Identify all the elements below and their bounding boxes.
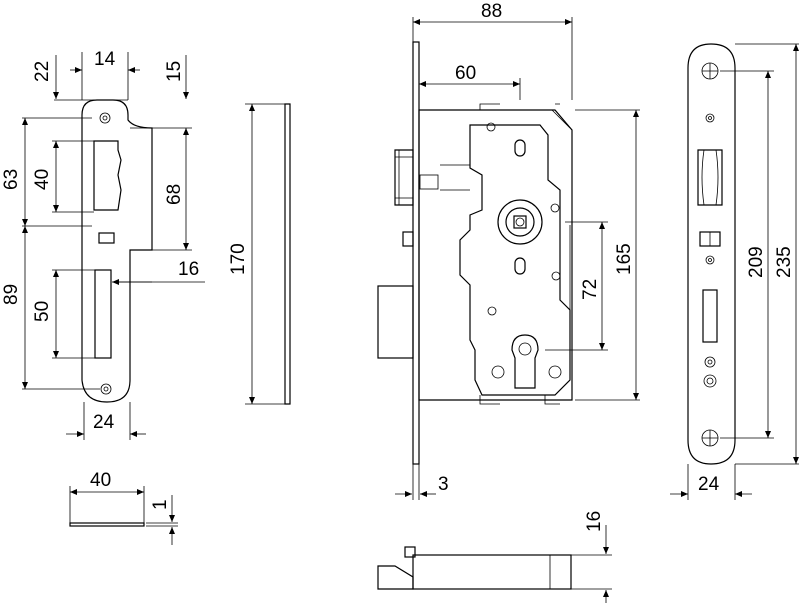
dim-24-faceplate: 24 <box>698 474 720 495</box>
dim-209: 209 <box>746 246 767 278</box>
dim-40-vertical: 40 <box>32 169 53 190</box>
dim-14: 14 <box>94 49 116 70</box>
strike-plate-dimensions: 14 22 15 68 63 40 89 50 16 24 <box>1 49 205 440</box>
dim-165: 165 <box>614 243 635 275</box>
dim-16-strike: 16 <box>178 259 199 280</box>
dim-72: 72 <box>580 279 601 300</box>
dim-15: 15 <box>164 61 185 82</box>
dim-50: 50 <box>32 301 53 322</box>
dim-22: 22 <box>32 61 53 82</box>
dim-60: 60 <box>455 63 476 84</box>
dim-3: 3 <box>438 474 449 495</box>
dim-235: 235 <box>774 246 795 278</box>
faceplate-dimensions: 209 235 24 <box>670 43 799 500</box>
dim-16-body: 16 <box>584 511 605 532</box>
dim-24-strike: 24 <box>93 412 115 433</box>
lock-body-side-view <box>377 41 573 465</box>
dim-170: 170 <box>228 243 249 275</box>
dim-63: 63 <box>1 169 22 190</box>
dim-68: 68 <box>164 184 185 205</box>
dim-88: 88 <box>481 1 502 22</box>
dim-89: 89 <box>1 284 22 305</box>
faceplate-front-view <box>687 43 736 465</box>
dim-40-horizontal: 40 <box>90 470 111 491</box>
strike-plate-side-view: 170 <box>228 103 291 405</box>
lock-body-dimensions: 88 60 165 72 3 <box>395 1 640 500</box>
strike-plate-top-view: 40 1 <box>69 470 178 545</box>
dim-1: 1 <box>150 499 171 510</box>
lock-body-bottom-view: 16 <box>377 511 612 603</box>
strike-plate-front-view <box>81 99 153 403</box>
